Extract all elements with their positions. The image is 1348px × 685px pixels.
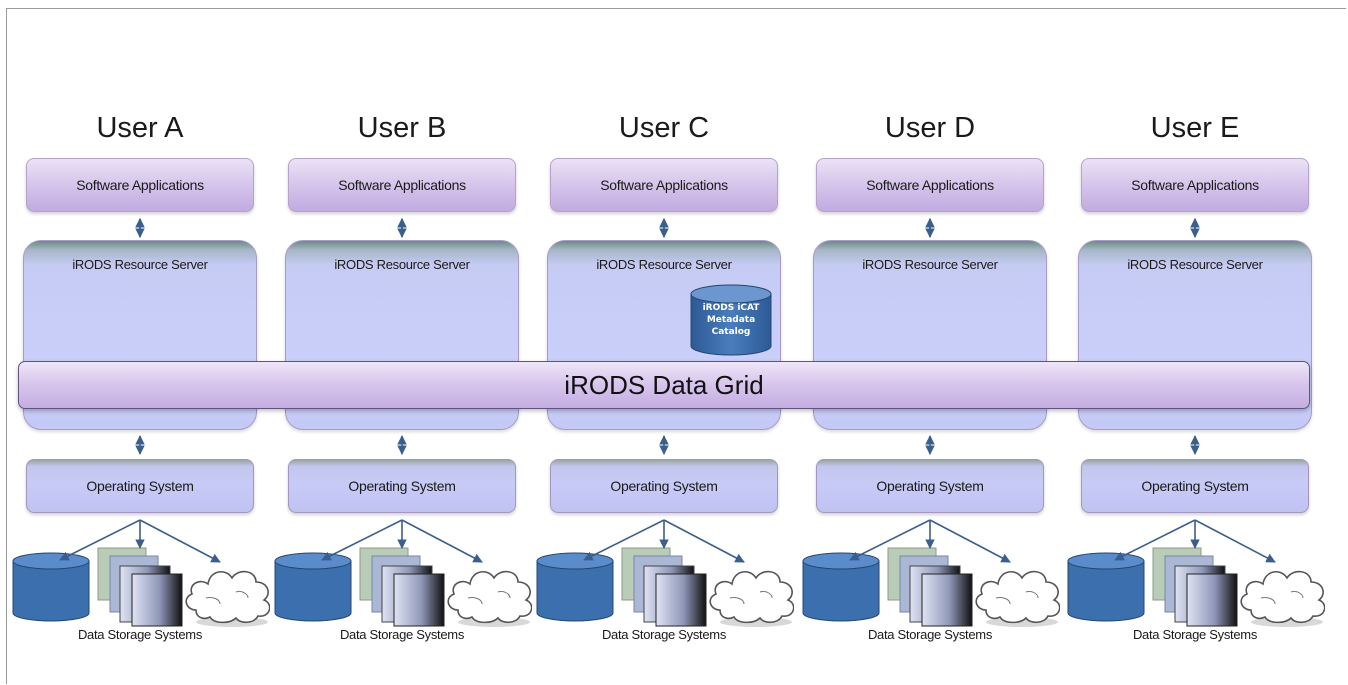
os-to-cloud-arrow [929,519,1011,563]
data-storage-icons [274,547,532,627]
database-cylinder-icon [690,284,772,356]
user-title: User D [884,112,976,144]
disk-cylinder-icon [802,552,880,622]
os-to-disk-arrow [321,519,403,561]
cloud-icon [709,570,794,627]
icat-line-2: Metadata [706,315,756,325]
data-storage-systems-label: Data Storage Systems [77,627,203,642]
os-to-cloud-arrow [1194,519,1276,563]
icat-line-1: iRODS iCAT [702,303,760,313]
operating-system-box: Operating System [1081,459,1309,513]
software-applications-box: Software Applications [816,158,1044,212]
cloud-icon [1240,570,1325,627]
icat-label: iRODS iCAT Metadata Catalog [690,302,772,338]
os-to-cloud-arrow [663,519,745,563]
os-to-cloud-arrow [401,519,483,563]
software-applications-box: Software Applications [288,158,516,212]
icat-line-3: Catalog [711,327,751,337]
data-storage-icons [802,547,1060,627]
data-storage-icons [536,547,794,627]
diagram-frame [6,8,1346,684]
user-title: User A [96,112,184,144]
irods-resource-server-label: iRODS Resource Server [1127,257,1263,272]
irods-data-grid-bar: iRODS Data Grid [18,361,1310,409]
file-stack-icon [887,547,973,627]
irods-resource-server-label: iRODS Resource Server [72,257,208,272]
os-to-disk-arrow [1114,519,1196,561]
cloud-icon [447,570,532,627]
data-storage-icons [1067,547,1325,627]
irods-resource-server-label: iRODS Resource Server [334,257,470,272]
user-title: User B [357,112,447,144]
irods-resource-server-label: iRODS Resource Server [596,257,732,272]
file-stack-icon [359,547,445,627]
operating-system-box: Operating System [816,459,1044,513]
disk-cylinder-icon [536,552,614,622]
data-storage-systems-label: Data Storage Systems [601,627,727,642]
os-to-disk-arrow [583,519,665,561]
file-stack-icon [97,547,183,627]
software-applications-box: Software Applications [1081,158,1309,212]
os-to-disk-arrow [59,519,141,561]
cloud-icon [975,570,1060,627]
file-stack-icon [1152,547,1238,627]
user-title: User E [1150,112,1240,144]
cloud-icon [185,570,270,627]
user-title: User C [618,112,710,144]
disk-cylinder-icon [1067,552,1145,622]
operating-system-box: Operating System [288,459,516,513]
software-applications-box: Software Applications [550,158,778,212]
disk-cylinder-icon [12,552,90,622]
os-to-cloud-arrow [139,519,221,563]
data-storage-systems-label: Data Storage Systems [339,627,465,642]
os-to-disk-arrow [849,519,931,561]
icat-metadata-catalog: iRODS iCAT Metadata Catalog [690,284,772,356]
operating-system-box: Operating System [26,459,254,513]
disk-cylinder-icon [274,552,352,622]
irods-resource-server-label: iRODS Resource Server [862,257,998,272]
data-storage-systems-label: Data Storage Systems [1132,627,1258,642]
operating-system-box: Operating System [550,459,778,513]
data-storage-systems-label: Data Storage Systems [867,627,993,642]
data-storage-icons [12,547,270,627]
file-stack-icon [621,547,707,627]
software-applications-box: Software Applications [26,158,254,212]
